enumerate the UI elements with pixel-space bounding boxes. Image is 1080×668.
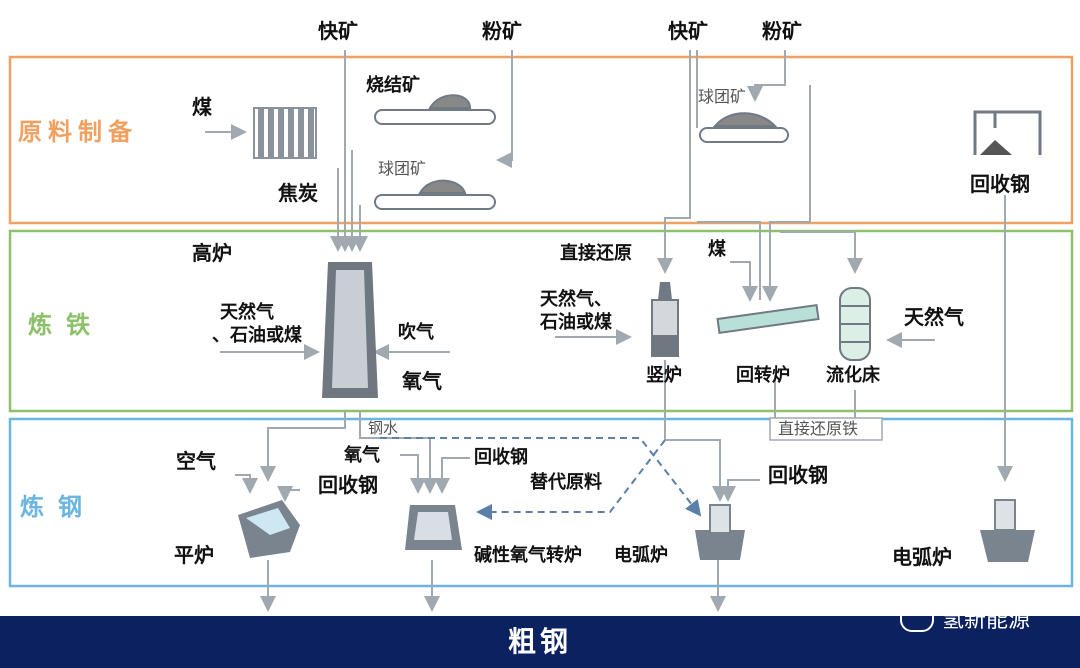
rotary-kiln-label: 回转炉 <box>736 365 790 386</box>
scrap-label-bof: 回收钢 <box>474 447 528 468</box>
zone-label-steel: 炼钢 <box>20 493 96 521</box>
sinter-label: 烧结矿 <box>366 75 420 96</box>
fluid-bed-icon <box>839 287 871 361</box>
oxygen-label-bof: 氧气 <box>344 445 380 466</box>
zone-box-iron <box>8 229 1074 413</box>
natural-gas-label: 天然气 <box>904 305 964 329</box>
eaf-label-1: 电弧炉 <box>614 545 668 566</box>
bof-label: 碱性氧气转炉 <box>474 545 582 566</box>
air-label: 空气 <box>176 449 216 473</box>
blast-furnace-label: 高炉 <box>192 241 232 265</box>
zone-label-prep: 原料制备 <box>18 118 138 146</box>
shaft-furnace-label: 竖炉 <box>646 365 682 386</box>
zone-box-prep <box>8 55 1074 225</box>
dr-fuel-label-2: 石油或煤 <box>540 312 612 333</box>
pellet-label-1: 球团矿 <box>378 159 427 178</box>
substitute-label: 替代原料 <box>530 472 602 493</box>
oxygen-label: 氧气 <box>402 369 442 393</box>
pellet-label-2: 球团矿 <box>698 87 747 106</box>
watermark-text: 氢新能源 <box>942 608 1031 633</box>
zone-box-steel <box>8 417 1074 588</box>
direct-reduction-label: 直接还原 <box>560 243 632 264</box>
hot-metal-label: 钢水 <box>368 419 399 437</box>
dri-label: 直接还原铁 <box>778 419 859 438</box>
coke-oven-icon <box>253 107 317 159</box>
eaf-icon-2 <box>980 499 1035 562</box>
wechat-icon <box>900 604 934 632</box>
lump-ore-label-1: 快矿 <box>318 19 358 43</box>
open-hearth-label: 平炉 <box>174 543 214 567</box>
coke-label: 焦炭 <box>278 181 318 205</box>
fine-ore-label-1: 粉矿 <box>482 19 522 43</box>
blast-furnace-icon <box>322 262 378 398</box>
shaft-furnace-icon <box>651 282 679 357</box>
eaf-icon-1 <box>695 504 745 560</box>
eaf-label-2: 电弧炉 <box>892 545 952 569</box>
fine-ore-label-2: 粉矿 <box>762 19 802 43</box>
scrap-label-ohf: 回收钢 <box>318 473 378 497</box>
bf-fuel-label-2: 、石油或煤 <box>212 325 302 346</box>
zone-label-iron: 炼铁 <box>28 311 104 339</box>
blow-label: 吹气 <box>398 322 434 343</box>
scrap-label-eaf: 回收钢 <box>768 463 828 487</box>
bof-icon <box>405 505 462 550</box>
pellet-machine-icon <box>699 112 789 143</box>
scrap-label-prep: 回收钢 <box>970 172 1030 196</box>
bf-fuel-label-1: 天然气 <box>220 302 274 323</box>
scrap-yard-icon <box>973 110 1042 155</box>
crude-steel-label: 粗钢 <box>507 625 572 658</box>
open-hearth-icon <box>238 500 300 558</box>
dri-box <box>769 417 883 441</box>
rotary-kiln-icon <box>716 303 820 335</box>
dr-fuel-label-1: 天然气、 <box>540 289 612 310</box>
coal-label: 煤 <box>192 95 212 119</box>
watermark: 氢新能源 <box>900 602 1030 634</box>
sinter-machine-icon <box>374 94 496 210</box>
coal-label-dr: 煤 <box>708 239 726 260</box>
fluid-bed-label: 流化床 <box>826 365 880 386</box>
lump-ore-label-2: 快矿 <box>668 19 708 43</box>
